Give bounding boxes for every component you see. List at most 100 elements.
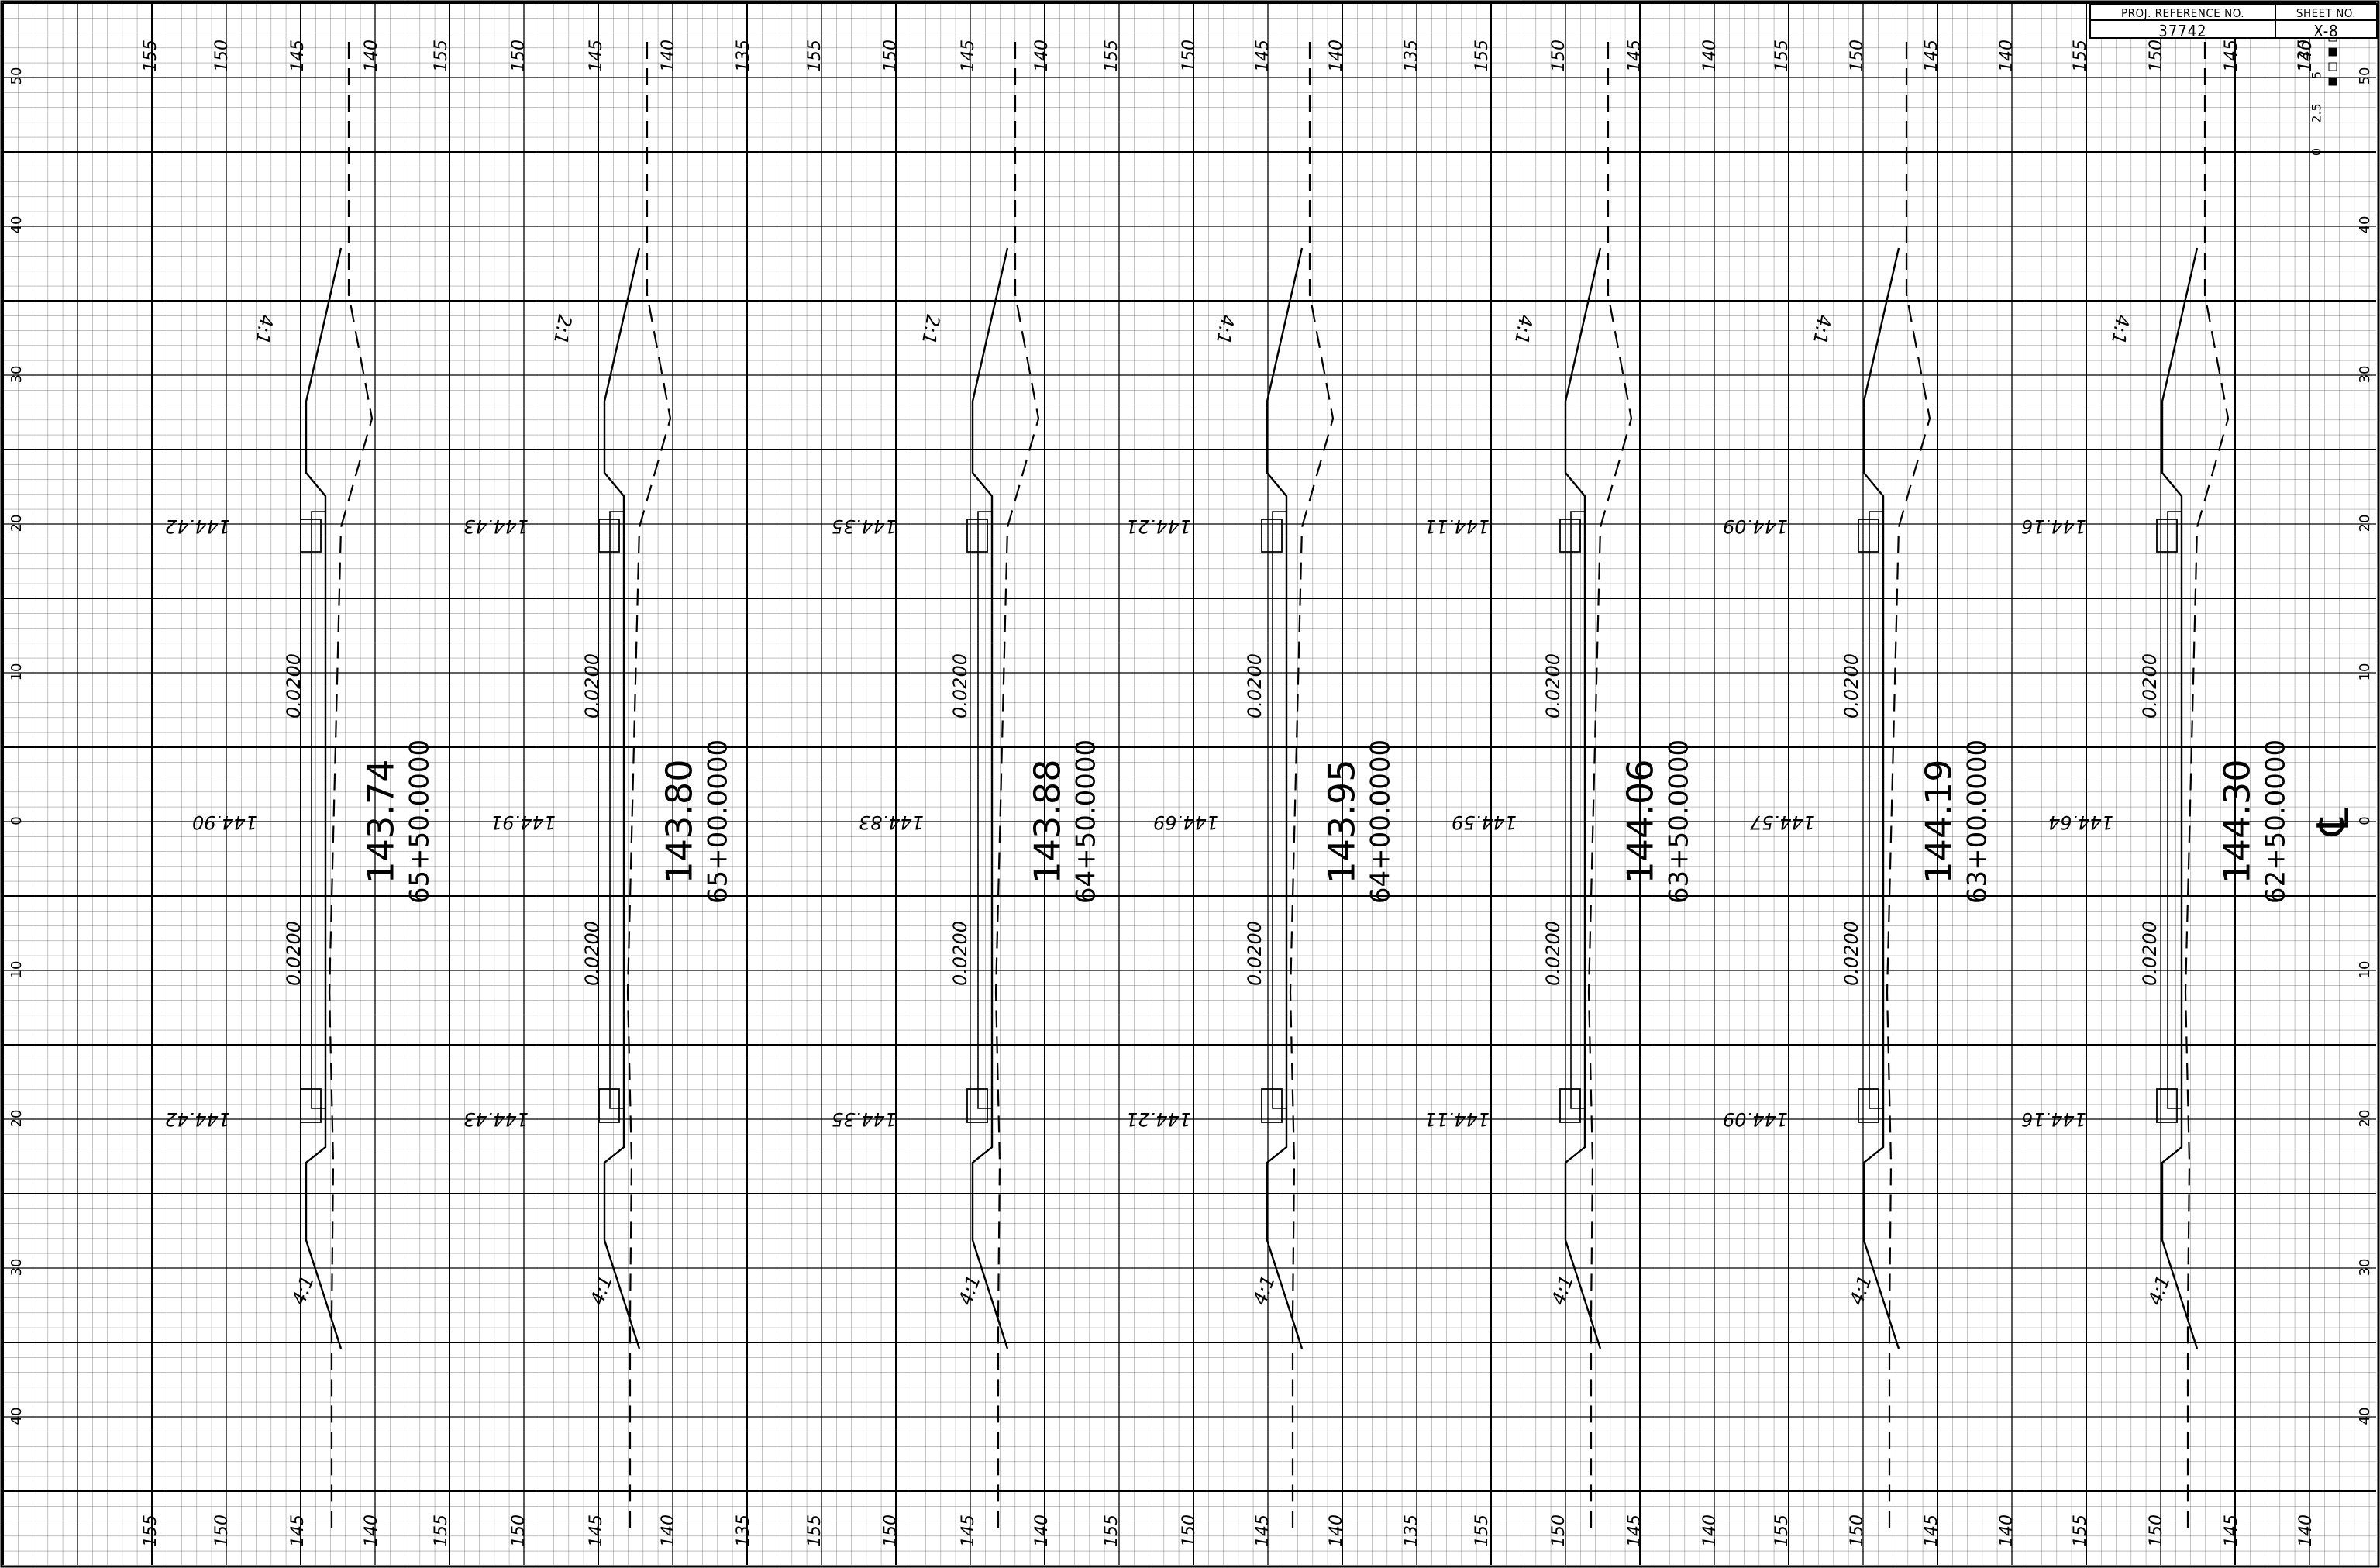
edge-elevation-bottom: 144.42	[165, 1108, 230, 1130]
pavement-layers	[977, 511, 993, 1109]
offset-label-left: 30	[9, 1259, 25, 1277]
elevation-label-top: 140	[1032, 40, 1052, 72]
cross-slope-label-top: 0.0200	[581, 653, 603, 719]
elevation-label-top: 150	[1549, 40, 1569, 72]
elevation-label-bottom: 140	[659, 1515, 678, 1547]
elevation-label-bottom: 155	[1772, 1515, 1792, 1547]
edge-elevation-top: 144.42	[165, 515, 230, 537]
elevation-label-top: 155	[805, 40, 825, 72]
section-station: 63+00.0000	[1962, 739, 1993, 904]
elevation-label-top: 150	[881, 40, 901, 72]
elevation-label-bottom: 155	[432, 1515, 451, 1547]
elevation-label-bottom: 155	[2071, 1515, 2090, 1547]
elevation-label-bottom: 140	[1700, 1515, 1720, 1547]
edge-elevation-top: 144.11	[1424, 515, 1490, 537]
offset-label-right: 0	[2357, 816, 2373, 825]
elevation-label-top: 145	[587, 40, 606, 72]
edge-elevation-bottom: 144.35	[832, 1108, 897, 1130]
centerline-symbol: ℄	[2309, 808, 2359, 837]
offset-label-right: 40	[2357, 216, 2373, 234]
elevation-label-top: 155	[432, 40, 451, 72]
curb-top	[598, 519, 620, 553]
cross-slope-label-top: 0.0200	[1244, 653, 1266, 719]
elevation-label-bottom: 150	[2147, 1515, 2166, 1547]
pavement-layers	[1570, 511, 1586, 1109]
edge-elevation-bottom: 144.09	[1723, 1108, 1788, 1130]
title-block: PROJ. REFERENCE NO. 37742 SHEET NO. X-8	[2089, 3, 2378, 40]
offset-label-right: 20	[2357, 1110, 2373, 1128]
curb-top	[2156, 519, 2178, 553]
edge-elevation-bottom: 144.11	[1424, 1108, 1490, 1130]
slope-label-top: 4:1	[2107, 313, 2134, 346]
section-elevation: 143.88	[1027, 760, 1069, 884]
elevation-label-bottom: 150	[1848, 1515, 1867, 1547]
curb-top	[300, 519, 322, 553]
elevation-label-top: 150	[2147, 40, 2166, 72]
scale-bar-segment	[2328, 62, 2337, 71]
existing-ground-line	[994, 42, 1040, 1536]
minor-grid	[3, 3, 2376, 1565]
section-station: 65+00.0000	[703, 739, 734, 904]
proj-reference-value: 37742	[2158, 22, 2207, 40]
elevation-label-bottom: 155	[1102, 1515, 1121, 1547]
elevation-label-top: 155	[2071, 40, 2090, 72]
slope-label-top: 4:1	[1212, 313, 1238, 346]
elevation-label-top: 155	[141, 40, 160, 72]
elevation-label-bottom: 140	[2296, 1515, 2316, 1547]
cross-slope-label-bottom: 0.0200	[2139, 921, 2161, 986]
elevation-label-bottom: 145	[2222, 1515, 2241, 1547]
offset-label-left: 50	[9, 67, 25, 85]
curb-bottom	[966, 1088, 988, 1123]
cross-slope-label-bottom: 0.0200	[283, 921, 305, 986]
title-block-separator	[2275, 5, 2276, 37]
elevation-label-bottom: 155	[1472, 1515, 1492, 1547]
sheet-no-value: X-8	[2313, 22, 2339, 40]
edge-elevation-bottom: 144.16	[2021, 1108, 2086, 1130]
offset-label-left: 40	[9, 216, 25, 234]
elevation-label-top: 135	[734, 40, 753, 72]
section-elevation: 143.95	[1321, 760, 1363, 884]
curb-bottom	[598, 1088, 620, 1123]
scale-bar-segment	[2328, 47, 2337, 57]
offset-label-left: 0	[9, 816, 25, 825]
offset-label-left: 10	[9, 663, 25, 681]
elevation-label-top: 145	[1625, 40, 1645, 72]
section-station: 65+50.0000	[405, 739, 436, 904]
section-elevation: 143.74	[360, 760, 402, 884]
title-block-divider	[2091, 19, 2376, 21]
center-elevation: 144.91	[491, 812, 556, 833]
elevation-label-top: 145	[2222, 40, 2241, 72]
edge-elevation-bottom: 144.43	[463, 1108, 529, 1130]
offset-label-left: 40	[9, 1408, 25, 1425]
cross-slope-label-top: 0.0200	[949, 653, 971, 719]
section-elevation: 144.06	[1620, 760, 1662, 884]
curb-bottom	[1559, 1088, 1581, 1123]
scale-bar-label: 2.5	[2309, 103, 2324, 122]
existing-ground-line	[2184, 42, 2230, 1536]
elevation-label-bottom: 140	[362, 1515, 381, 1547]
existing-ground-line	[1289, 42, 1335, 1536]
slope-label-top: 4:1	[251, 313, 277, 346]
existing-ground-line	[626, 42, 672, 1536]
edge-elevation-top: 144.16	[2021, 515, 2086, 537]
elevation-label-top: 150	[1848, 40, 1867, 72]
offset-label-right: 50	[2357, 67, 2373, 85]
pavement-layers	[1272, 511, 1287, 1109]
pavement-layers	[311, 511, 326, 1109]
curb-bottom	[1858, 1088, 1879, 1123]
cross-slope-label-bottom: 0.0200	[949, 921, 971, 986]
cross-slope-label-top: 0.0200	[1841, 653, 1862, 719]
center-elevation: 144.64	[2048, 812, 2113, 833]
edge-elevation-bottom: 144.21	[1126, 1108, 1191, 1130]
elevation-label-top: 140	[1327, 40, 1346, 72]
elevation-label-bottom: 145	[1253, 1515, 1273, 1547]
section-elevation: 144.30	[2216, 760, 2258, 884]
offset-label-right: 20	[2357, 515, 2373, 532]
section-station: 63+50.0000	[1664, 739, 1695, 904]
